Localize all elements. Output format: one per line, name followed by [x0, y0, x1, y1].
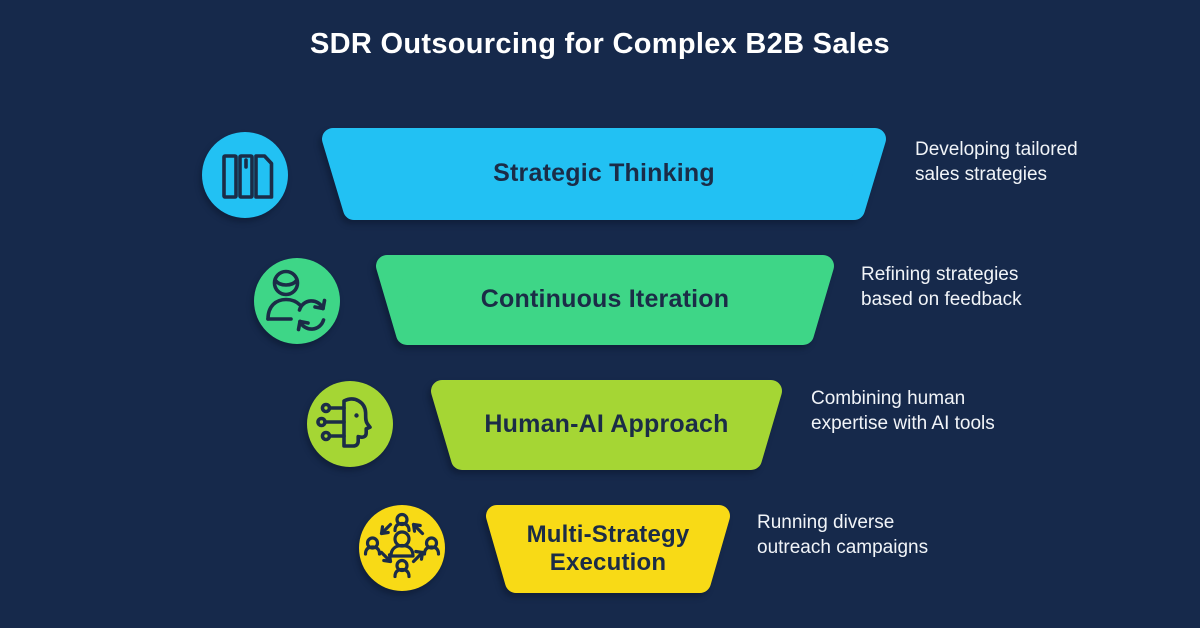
icon-circle — [307, 381, 393, 467]
funnel-stage-3-label: Human-AI Approach — [484, 410, 729, 439]
person-refresh-glyph — [266, 269, 327, 332]
icon-circle — [202, 132, 288, 218]
ai-head-glyph — [316, 397, 372, 448]
funnel-stage-4-shape — [486, 505, 730, 593]
people-network-glyph — [363, 512, 441, 579]
stage-2-description: Refining strategies based on feedback — [861, 264, 1022, 311]
funnel-stage-4-label: Multi-Strategy Execution — [526, 520, 690, 576]
funnel-stage-4: Multi-Strategy Execution — [482, 505, 734, 593]
page-title: SDR Outsourcing for Complex B2B Sales — [310, 28, 890, 60]
funnel-stage-4-polygon — [486, 505, 730, 593]
funnel-stage-3-polygon — [431, 380, 782, 470]
funnel-stage-1: Strategic Thinking — [318, 128, 890, 220]
stage-4-description: Running diverse outreach campaigns — [757, 512, 929, 559]
people-network-icon — [359, 505, 445, 591]
funnel-stage-1-shape — [322, 128, 886, 220]
funnel-stage-1-polygon — [322, 128, 886, 220]
stage-1-description: Developing tailored sales strategies — [915, 139, 1078, 186]
funnel-stage-2-polygon — [376, 255, 834, 345]
stage-3-description: Combining human expertise with AI tools — [811, 388, 995, 435]
funnel-stage-3: Human-AI Approach — [427, 380, 786, 470]
funnel-stage-2: Continuous Iteration — [372, 255, 838, 345]
funnel-stage-3-shape — [431, 380, 782, 470]
strategy-documents-icon — [202, 132, 288, 218]
funnel-stage-2-label: Continuous Iteration — [480, 285, 730, 314]
ai-head-icon — [307, 381, 393, 467]
funnel-stage-1-label: Strategic Thinking — [493, 159, 715, 188]
funnel-stage-2-shape — [376, 255, 834, 345]
strategy-documents-glyph — [222, 154, 274, 199]
icon-circle — [359, 505, 445, 591]
person-refresh-icon — [254, 258, 340, 344]
